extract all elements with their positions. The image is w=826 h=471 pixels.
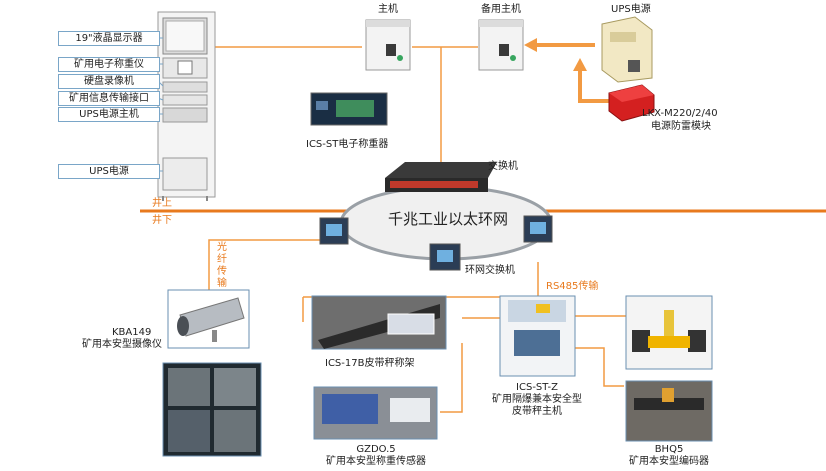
rack-label-ups-host: UPS电源主机 xyxy=(58,107,160,122)
belt-frame-label: ICS-17B皮带秤称架 xyxy=(325,358,415,369)
fiber-label-4: 输 xyxy=(217,278,227,289)
control-cabinet xyxy=(157,11,216,201)
connection-lines xyxy=(208,46,635,413)
host-z-line1-label: 矿用隔爆兼本安全型 xyxy=(492,394,582,405)
weigher-label: ICS-ST电子称重器 xyxy=(306,139,389,150)
main-host-label: 主机 xyxy=(378,4,398,15)
rack-label-ups: UPS电源 xyxy=(58,164,160,179)
lightning-module-device xyxy=(608,84,655,122)
weigher-device xyxy=(310,92,388,126)
ground-above-label: 井上 xyxy=(152,198,172,209)
main-switch-device xyxy=(385,162,497,192)
encoder-model-label: BHQ5 xyxy=(654,444,684,455)
camera-name-label: 矿用本安型摄像仪 xyxy=(82,339,162,350)
ring-switch-bottom xyxy=(429,243,461,271)
ring-title: 千兆工业以太环网 xyxy=(388,210,509,228)
ups-label: UPS电源 xyxy=(611,4,651,15)
ups-device xyxy=(601,16,653,83)
fiber-label-3: 传 xyxy=(217,266,227,277)
camera-device xyxy=(167,289,250,349)
camera-model-label: KBA149 xyxy=(112,327,152,338)
lightning-name-label: 电源防雷模块 xyxy=(651,121,711,132)
backup-host-device xyxy=(478,19,524,71)
sensor-model-label: GZDO.5 xyxy=(356,444,396,455)
encoder-photo xyxy=(625,380,713,442)
rack-label-weighing-meter: 矿用电子称重仪 xyxy=(58,57,160,72)
encoder-name-label: 矿用本安型编码器 xyxy=(629,456,709,467)
host-z-device xyxy=(499,295,576,377)
ring-switch-right xyxy=(523,215,553,243)
belt-frame-photo xyxy=(311,295,447,350)
host-z-line2-label: 皮带秤主机 xyxy=(512,406,562,417)
fiber-label-2: 纤 xyxy=(217,254,227,265)
ground-below-label: 井下 xyxy=(152,215,172,226)
rack-label-lcd: 19"液晶显示器 xyxy=(58,31,160,46)
fiber-label-1: 光 xyxy=(217,242,227,253)
switch-label: 交换机 xyxy=(488,161,518,172)
sensor-name-label: 矿用本安型称重传感器 xyxy=(326,456,426,467)
rack-label-transmission-interface: 矿用信息传输接口 xyxy=(58,91,160,106)
rs485-label: RS485传输 xyxy=(546,281,599,292)
lightning-model-label: LKX-M220/2/40 xyxy=(642,108,718,119)
ring-switch-label: 环网交换机 xyxy=(465,265,515,276)
backup-host-label: 备用主机 xyxy=(481,4,521,15)
host-z-model-label: ICS-ST-Z xyxy=(516,382,558,393)
ups-arrows xyxy=(524,38,612,103)
video-monitor xyxy=(162,362,262,457)
rack-label-dvr: 硬盘录像机 xyxy=(58,74,160,89)
ring-switch-left xyxy=(319,217,349,245)
load-sensor-photo xyxy=(313,386,438,440)
encoder-device xyxy=(625,295,713,370)
main-host-device xyxy=(365,19,411,71)
